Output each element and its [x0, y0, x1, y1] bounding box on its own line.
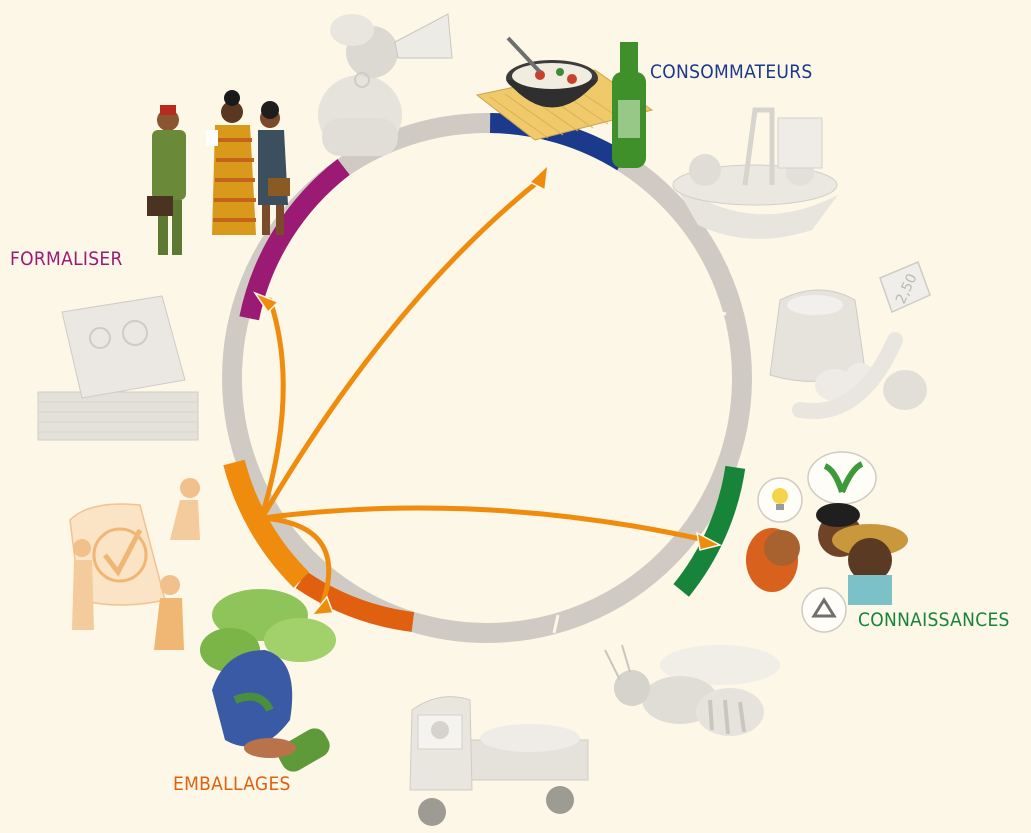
arrowhead-consommateurs [528, 163, 549, 192]
arrowhead-formaliser [253, 291, 280, 314]
bee-icon [604, 644, 780, 736]
arrow-to-connaissances [259, 505, 708, 543]
label-consommateurs: CONSOMMATEURS [650, 61, 813, 83]
basket-icon [672, 107, 838, 239]
ring-segment-connaissances [673, 465, 746, 597]
arrow-to-emballages [259, 515, 332, 608]
arrows [259, 177, 708, 608]
ring-gap [705, 308, 727, 316]
label-emballages: EMBALLAGES [173, 773, 291, 795]
arrowhead-connaissances [695, 531, 723, 551]
ring-segment-emballages [295, 571, 415, 632]
label-connaissances: CONNAISSANCES [858, 609, 1010, 631]
banknotes-icon [37, 295, 199, 441]
business-people-icon [147, 90, 290, 255]
vegetables-bag-icon [200, 589, 336, 772]
cycle-ring [222, 113, 752, 643]
label-formaliser: FORMALISER [10, 248, 123, 270]
ring-gap [552, 614, 560, 634]
arrowhead-emballages [310, 595, 335, 616]
people-checkmark-icon [69, 478, 200, 650]
arrow-heads [253, 163, 723, 616]
flour-sack-produce-icon: 2,50 [769, 261, 931, 420]
people-talking-icon [746, 451, 908, 633]
megaphone-woman-icon [318, 13, 453, 156]
arrow-to-consommateurs [259, 177, 543, 521]
ring-segment-hub [223, 459, 310, 588]
ring-base [222, 113, 752, 643]
arrow-to-formaliser [259, 297, 286, 519]
tuk-tuk-truck-icon [409, 696, 589, 826]
meal-bowl-bottle-icon [475, 36, 654, 168]
